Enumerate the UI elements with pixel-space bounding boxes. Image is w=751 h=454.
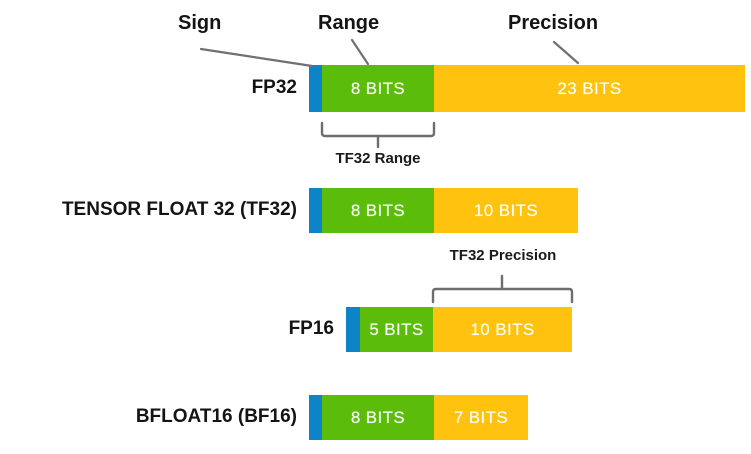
segment-label: 7 BITS [453, 407, 509, 427]
segment-label: 8 BITS [350, 200, 406, 220]
bracket-label-tf32-range: TF32 Range [335, 150, 421, 167]
header-precision: Precision [508, 12, 599, 34]
bracket-label-tf32-precision: TF32 Precision [449, 247, 557, 264]
segment-label: 8 BITS [350, 407, 406, 427]
segment-label: 10 BITS [470, 319, 535, 339]
tf32-range-bracket-shape [320, 121, 436, 138]
segment-label: 23 BITS [557, 78, 622, 98]
header-sign: Sign [178, 12, 222, 34]
segment-tf32-sign [309, 188, 322, 233]
segment-bf16-sign [309, 395, 322, 440]
row-label-tf32: TENSOR FLOAT 32 (TF32) [61, 199, 297, 220]
bitfield-bar-bf16: 8 BITS 7 BITS [0, 395, 751, 440]
segment-fp16-sign [346, 307, 360, 352]
segment-fp32-sign [309, 65, 322, 112]
precision-leader-line [552, 40, 580, 65]
segment-label: 5 BITS [369, 319, 424, 339]
row-label-bf16: BFLOAT16 (BF16) [135, 406, 297, 427]
row-label-fp32: FP32 [251, 77, 297, 98]
segment-label: 10 BITS [473, 200, 539, 220]
segment-fp32-precision: 23 BITS [434, 65, 745, 112]
sign-leader-line [199, 47, 314, 68]
tf32-precision-bracket-shape [431, 287, 574, 304]
segment-bf16-precision: 7 BITS [434, 395, 528, 440]
bitfield-bar-fp32: 8 BITS 23 BITS [0, 65, 751, 112]
segment-bf16-range: 8 BITS [322, 395, 434, 440]
segment-fp16-precision: 10 BITS [433, 307, 572, 352]
segment-fp32-range: 8 BITS [322, 65, 434, 112]
bitfield-bar-fp16: 5 BITS 10 BITS [0, 307, 751, 352]
segment-fp16-range: 5 BITS [360, 307, 433, 352]
row-label-fp16: FP16 [288, 318, 334, 339]
segment-tf32-precision: 10 BITS [434, 188, 578, 233]
header-range: Range [318, 12, 380, 34]
range-leader-line [350, 38, 370, 66]
segment-tf32-range: 8 BITS [322, 188, 434, 233]
bitfield-bar-tf32: 8 BITS 10 BITS [0, 188, 751, 233]
segment-label: 8 BITS [350, 78, 406, 98]
